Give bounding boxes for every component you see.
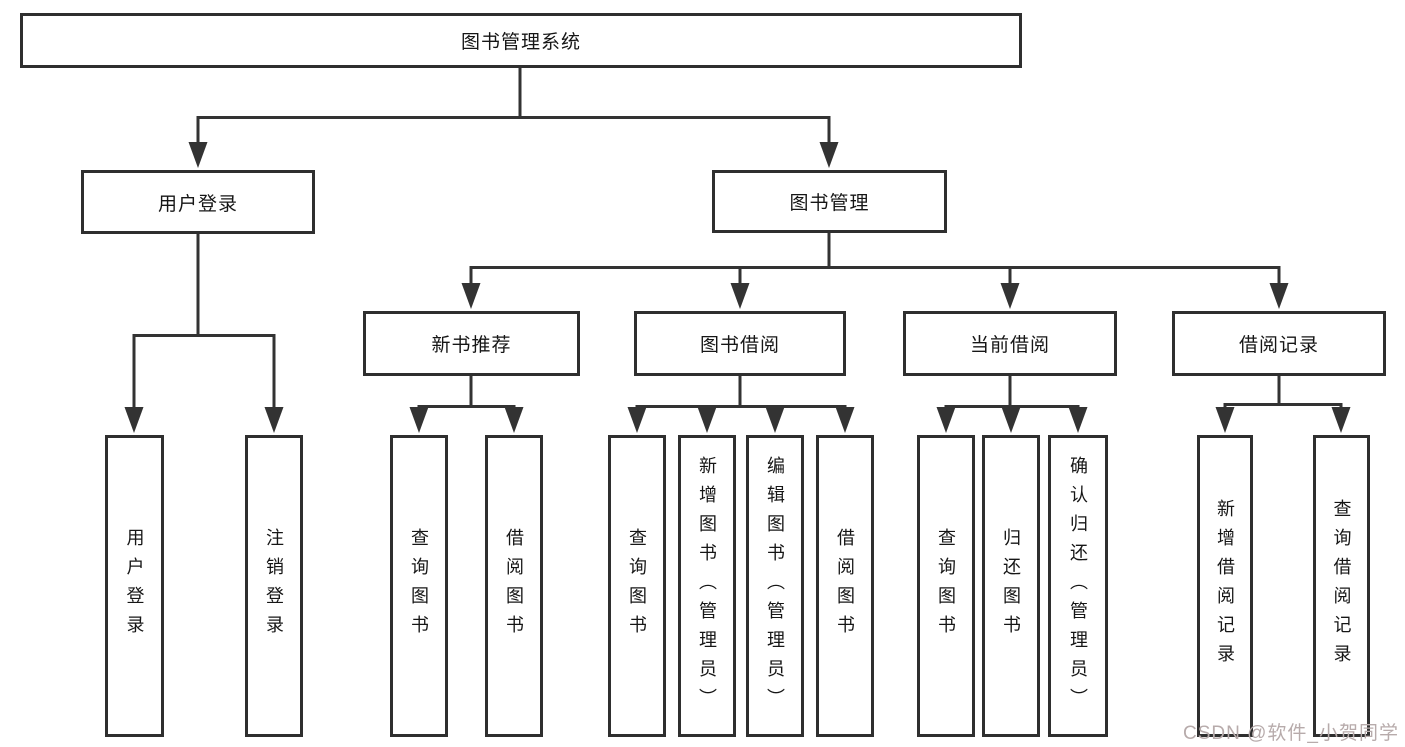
connector-login-arrowheads [124,407,284,433]
node-label: 新书推荐 [431,335,512,356]
arrow-down-icon [835,407,855,433]
leaf-add-books-admin: 新增图书（管理员） [678,435,736,737]
leaf-query-books: 查询图书 [608,435,666,737]
node-new-book-recommend: 新书推荐 [363,311,580,376]
node-label: 借阅图书 [835,528,855,644]
arrow-down-icon [1269,283,1289,309]
node-borrowing-records: 借阅记录 [1172,311,1386,376]
node-book-management: 图书管理 [712,170,947,233]
node-current-borrowing: 当前借阅 [903,311,1117,376]
arrow-down-icon [1001,407,1021,433]
node-label: 借阅图书 [504,528,524,644]
node-label: 图书管理系统 [460,32,581,53]
node-user-login: 用户登录 [81,170,315,234]
node-label: 借阅记录 [1238,335,1319,356]
connector-record-arrowheads [1215,407,1351,433]
node-label: 新增图书（管理员） [697,455,717,717]
leaf-edit-books-admin: 编辑图书（管理员） [746,435,804,737]
arrow-down-icon [504,407,524,433]
arrow-down-icon [409,407,429,433]
node-label: 查询图书 [627,528,647,644]
leaf-add-borrow-record: 新增借阅记录 [1197,435,1253,737]
leaf-borrow-books: 借阅图书 [485,435,543,737]
connector-newrec-arrowheads [409,407,524,433]
arrow-down-icon [697,407,717,433]
node-label: 归还图书 [1001,528,1021,644]
arrow-down-icon [1000,283,1020,309]
arrow-down-icon [1331,407,1351,433]
node-label: 查询图书 [936,528,956,644]
leaf-return-books: 归还图书 [982,435,1040,737]
node-label: 注销登录 [264,528,284,644]
arrow-down-icon [461,283,481,309]
node-label: 图书借阅 [699,335,780,356]
arrow-down-icon [1068,407,1088,433]
arrow-down-icon [264,407,284,433]
connector-mgmt-arrowheads [461,283,1289,309]
connector-root-to-level2 [196,68,831,146]
connector-record-to-leaves [1223,376,1343,412]
node-label: 查询图书 [409,528,429,644]
leaf-logout: 注销登录 [245,435,303,737]
connector-newrec-to-leaves [417,376,516,412]
connector-current-to-leaves [944,376,1080,412]
arrow-down-icon [188,142,208,168]
leaf-user-login: 用户登录 [105,435,164,737]
node-label: 确认归还（管理员） [1068,455,1088,717]
arrow-down-icon [1215,407,1235,433]
connector-borrow-to-leaves [635,376,847,412]
leaf-query-books: 查询图书 [917,435,975,737]
connector-mgmt-to-level3 [469,232,1281,287]
leaf-confirm-return-admin: 确认归还（管理员） [1048,435,1108,737]
connector-current-arrowheads [936,407,1088,433]
connector-borrow-arrowheads [627,407,855,433]
leaf-query-books: 查询图书 [390,435,448,737]
watermark: CSDN @软件_小贺同学 [1183,723,1399,744]
arrow-down-icon [936,407,956,433]
node-label: 查询借阅记录 [1331,499,1352,673]
node-book-borrowing: 图书借阅 [634,311,846,376]
node-label: 新增借阅记录 [1215,499,1235,673]
node-label: 用户登录 [124,528,145,644]
node-label: 当前借阅 [969,335,1050,356]
leaf-borrow-books: 借阅图书 [816,435,874,737]
node-label: 图书管理 [789,193,870,214]
connector-login-to-leaves [132,233,276,410]
arrow-down-icon [627,407,647,433]
leaf-query-borrow-record: 查询借阅记录 [1313,435,1370,737]
arrow-down-icon [819,142,839,168]
arrow-down-icon [124,407,144,433]
arrow-down-icon [765,407,785,433]
node-label: 编辑图书（管理员） [765,455,785,717]
connector-root-arrowheads [188,142,839,168]
node-label: 用户登录 [157,193,238,215]
node-root-library-system: 图书管理系统 [20,13,1022,68]
arrow-down-icon [730,283,750,309]
